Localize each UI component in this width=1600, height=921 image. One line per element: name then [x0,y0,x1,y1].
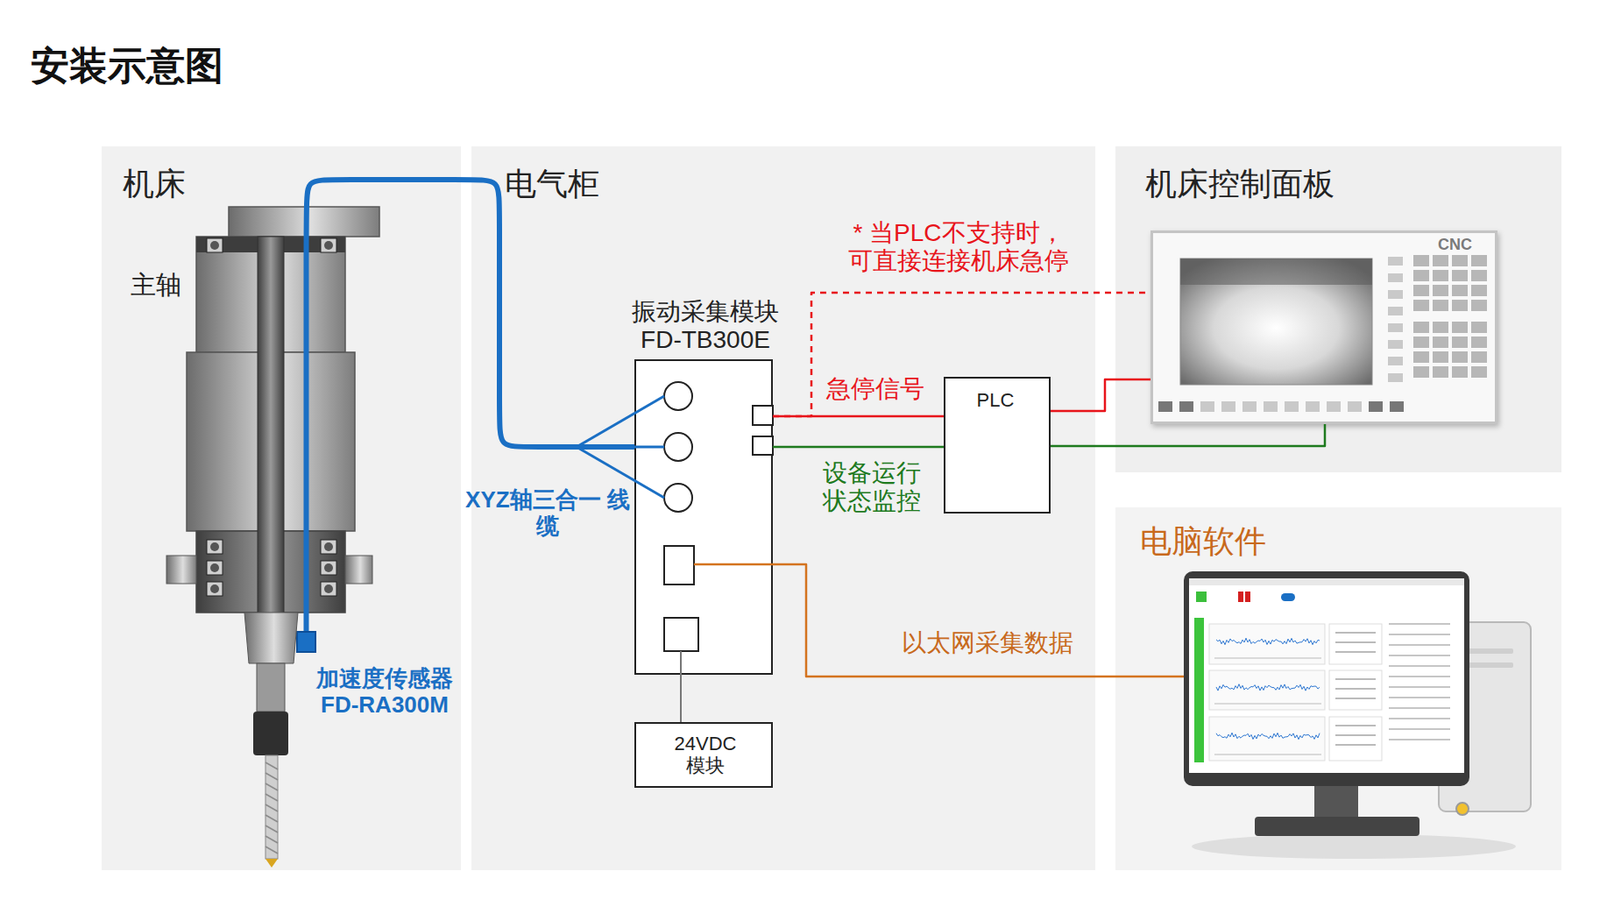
connector-label: 设备运行 状态监控 [816,459,928,516]
node-label: 电脑软件 [1139,523,1267,560]
power-module: 24VDC 模块 [634,722,773,788]
plc-box: PLC [943,376,1051,514]
direct-estop-wire [772,292,1151,417]
connector-label: 急停信号 [818,375,933,404]
ethernet-cable [772,564,1116,677]
computer-panel: 电脑软件 [1115,507,1562,871]
node-label: 机床控制面板 [1145,165,1335,202]
wire-stubs [576,396,1192,677]
node-label: 24VDC 模块 [665,732,745,778]
connector-label: 以太网采集数据 [897,629,1078,658]
part-name: 主轴 [130,268,182,304]
status-wire [1050,424,1325,447]
node-label: PLC [945,389,1046,411]
node-label: 机床 [122,165,186,202]
node-label: 加速度传感器 FD-RA300M [310,665,460,719]
sensor-cable [306,179,636,631]
connector-layer [306,179,1326,723]
control-panel-region: 机床控制面板 CNC [1115,146,1562,473]
module-ports [664,382,773,652]
power-wire [679,674,682,723]
page-title: 安装示意图 [30,40,224,93]
estop-wire [1050,379,1151,411]
cnc-panel: CNC [1150,230,1498,425]
node-label: CNC [1437,235,1473,255]
connector-label: XYZ轴三合一 线缆 [464,487,631,540]
node-label: 电气柜 [504,165,600,202]
sensor-box: 加速度传感器 FD-RA300M [296,630,317,653]
connector-label: * 当PLC不支持时， 可直接连接机床急停 [843,219,1074,276]
cnc-illustration [1158,254,1487,412]
machine-panel: 机床加速度传感器 FD-RA300M [101,146,461,871]
status-wire [772,446,944,449]
estop-wire [772,415,944,418]
acquisition-module: 振动采集模块 FD-TB300E [634,359,773,675]
node-label: 振动采集模块 FD-TB300E [617,297,793,354]
computer-illustration [1183,571,1531,859]
spindle-illustration [166,206,380,868]
